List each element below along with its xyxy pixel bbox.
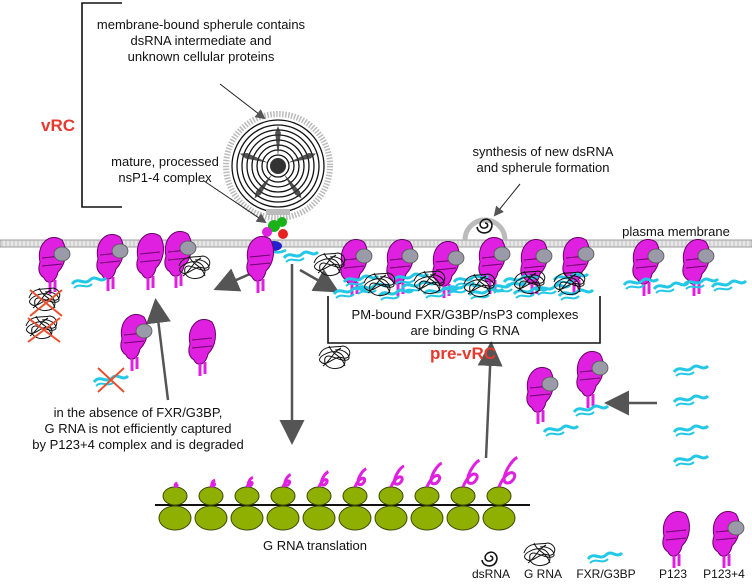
incoming-fxr <box>672 364 710 468</box>
p123-icon <box>661 509 691 570</box>
plasma-membrane <box>0 239 752 248</box>
arrow-up-absence <box>146 298 171 401</box>
legend-label-fxr-g3bp: FXR/G3BP <box>576 567 636 581</box>
legend-label-g-rna: G RNA <box>523 567 562 581</box>
p123-4-icon <box>713 511 744 568</box>
translation-label: G RNA translation <box>262 538 368 553</box>
free-g-rna <box>318 345 351 370</box>
free-p123 <box>187 317 217 378</box>
synthesis-label: synthesis of new dsRNA and spherule form… <box>472 144 614 175</box>
previrc-box <box>327 296 601 344</box>
absence-label: in the absence of FXR/G3BP, G RNA is not… <box>32 405 244 452</box>
arrow-mature <box>203 180 267 224</box>
degraded-rna <box>25 287 63 343</box>
ribosomes <box>158 456 519 531</box>
pm-bound-label: PM-bound FXR/G3BP/nsP3 complexes are bin… <box>351 307 579 338</box>
dsrna-spiral-icon <box>481 551 498 567</box>
g-rna-tangle-icon <box>523 542 556 567</box>
legend-label-dsrna: dsRNA <box>471 567 510 581</box>
free-p1234 <box>121 314 152 371</box>
binding-complexes <box>527 351 610 438</box>
arrow-right <box>299 268 340 293</box>
legend-label-p123: P123 <box>658 567 688 581</box>
arrow-up-previrc <box>477 341 503 459</box>
spherule-label: membrane-bound spherule contains dsRNA i… <box>96 17 306 64</box>
legend-label-p123-4: P123+4 <box>703 567 745 581</box>
arrow-synthesis <box>493 183 521 217</box>
vrc-bracket <box>81 2 122 208</box>
small-spherule <box>462 217 508 241</box>
mature-label: mature, processed nsP1-4 complex <box>111 154 219 185</box>
legend-icons <box>481 509 744 570</box>
plasma-membrane-label: plasma membrane <box>622 224 730 239</box>
spherule <box>223 111 333 221</box>
vrc-label: vRC <box>40 116 75 135</box>
degraded-fxr <box>92 367 130 393</box>
fxr-g3bp-icon <box>586 551 624 565</box>
arrow-spherule <box>219 83 266 120</box>
pre-vrc-label: pre-vRC <box>429 344 497 363</box>
